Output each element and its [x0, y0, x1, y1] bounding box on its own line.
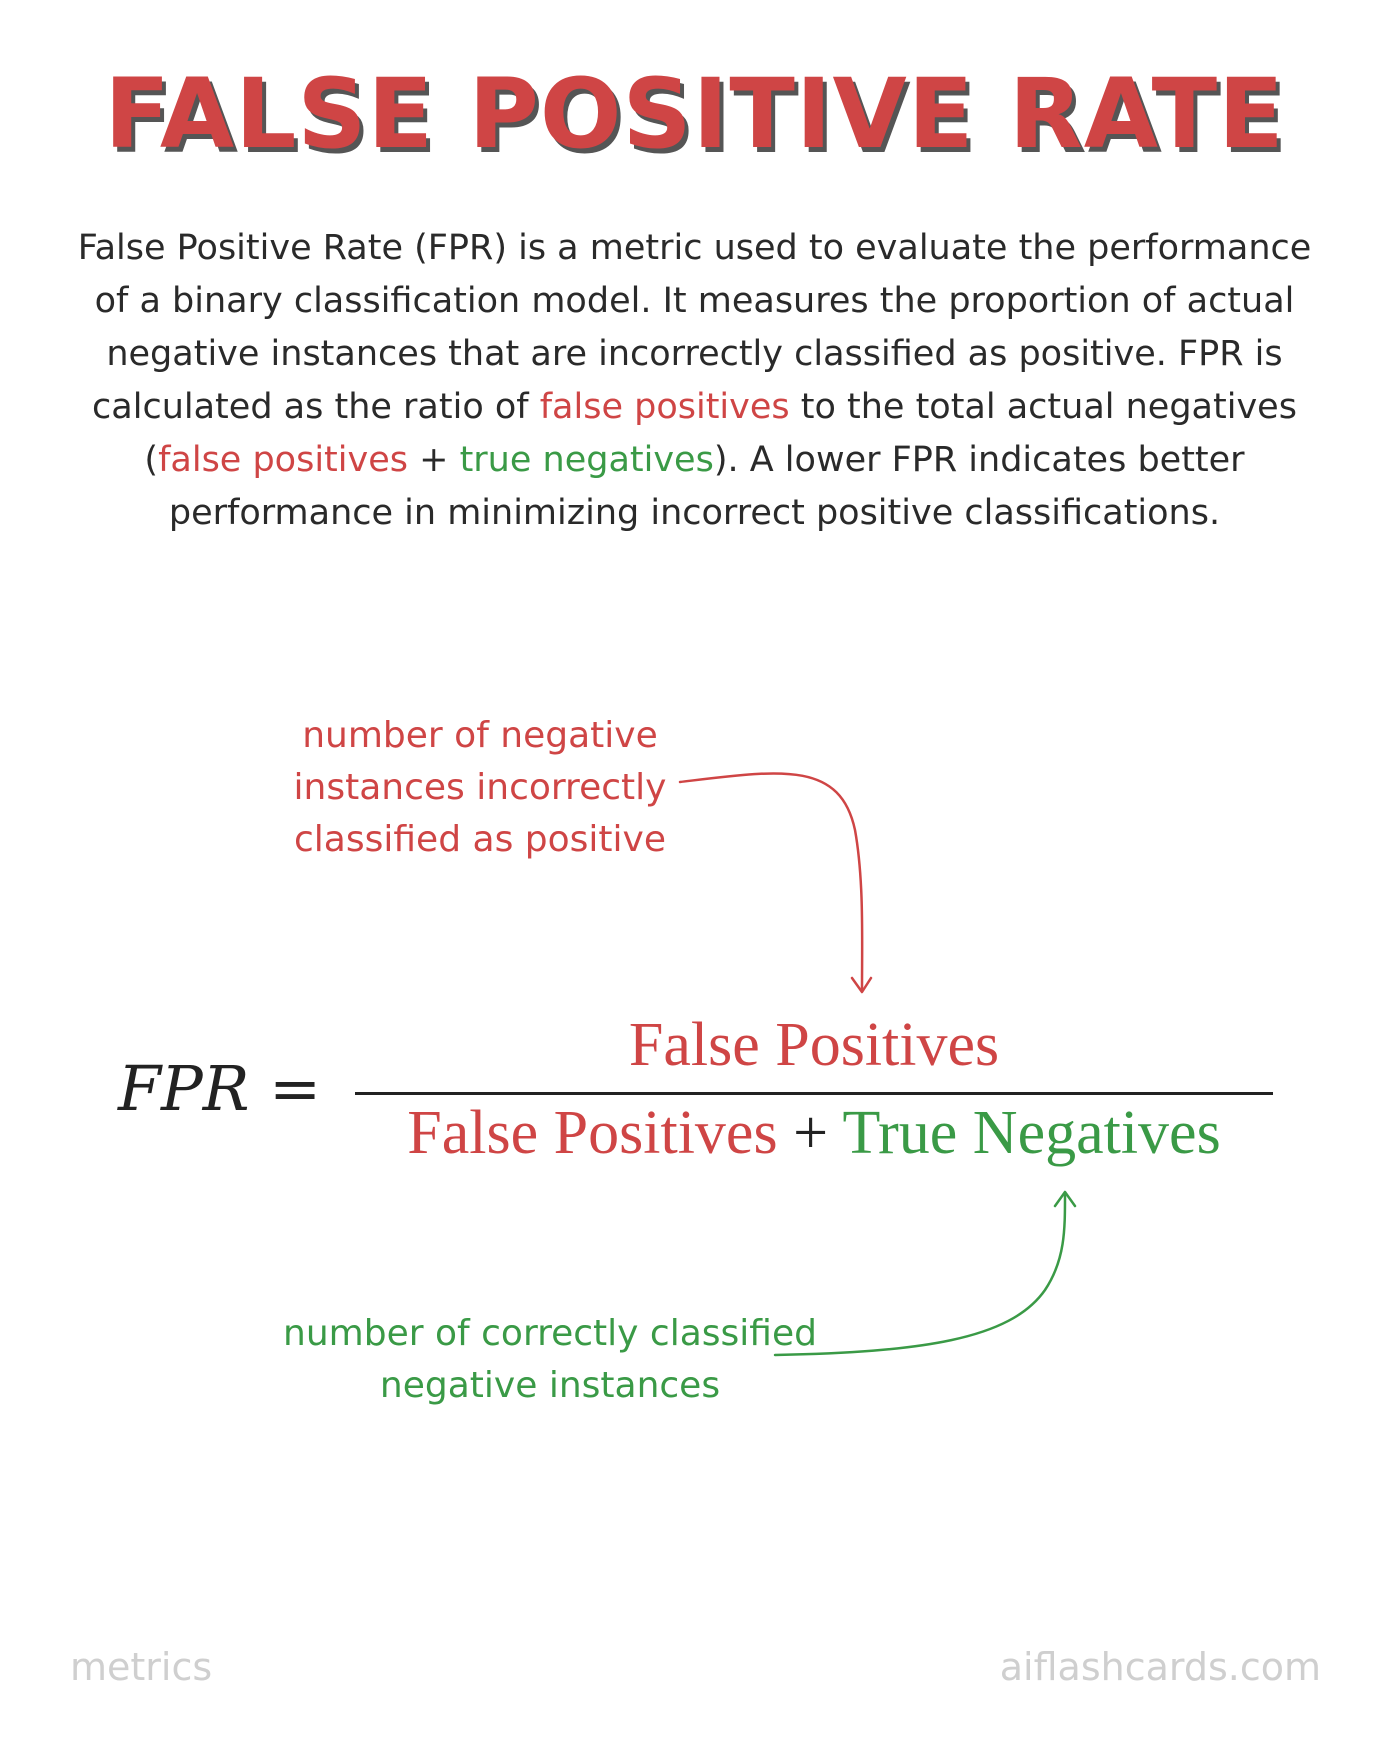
- description-text: False Positive Rate (FPR) is a metric us…: [77, 228, 1312, 427]
- description-text: ). A lower FPR indicates better performa…: [168, 440, 1245, 533]
- description-text: to the total actual negatives (: [144, 387, 1297, 480]
- formula-variable: FPR: [118, 1052, 250, 1125]
- highlight-false-positives: false positives: [158, 440, 408, 480]
- footer-category: metrics: [70, 1645, 213, 1689]
- denominator-true-negatives: True Negatives: [842, 1099, 1221, 1167]
- page-title: FALSE POSITIVE RATE: [104, 58, 1285, 170]
- annotation-true-negatives: number of correctly classified negative …: [283, 1313, 817, 1406]
- annotation-false-positives: number of negative instances incorrectly…: [293, 715, 667, 860]
- denominator-plus: +: [793, 1099, 829, 1167]
- arrow-to-true-negatives-icon: [773, 1190, 1077, 1357]
- fraction-bar: [355, 1092, 1273, 1095]
- arrow-to-numerator-icon: [678, 772, 873, 994]
- highlight-false-positives: false positives: [539, 387, 790, 427]
- formula-denominator: False Positives + True Negatives: [355, 1098, 1273, 1169]
- formula-equals: =: [269, 1052, 322, 1125]
- description-paragraph: False Positive Rate (FPR) is a metric us…: [60, 222, 1329, 540]
- formula-numerator: False Positives: [628, 1011, 1000, 1079]
- denominator-false-positives: False Positives: [407, 1099, 778, 1167]
- formula-lhs: FPR =: [118, 1052, 321, 1125]
- footer-site: aiflashcards.com: [999, 1645, 1321, 1689]
- highlight-true-negatives: true negatives: [459, 440, 714, 480]
- description-text: +: [407, 440, 460, 480]
